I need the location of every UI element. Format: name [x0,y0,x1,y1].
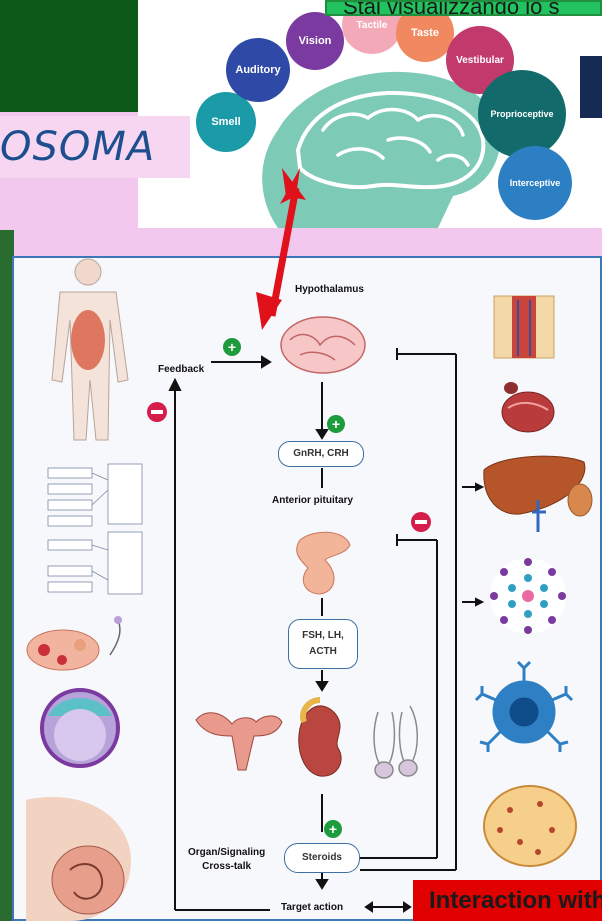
svg-text:+: + [329,821,337,837]
hypothalamus-label: Hypothalamus [295,284,364,295]
organ-signaling-label: Organ/Signaling Cross-talk [188,846,265,874]
immune-cell-cluster-icon [490,558,566,634]
plus-badge-gnrh: + [327,415,345,433]
organ-signaling-line-2: Cross-talk [188,860,265,874]
pituitary-icon [297,532,350,594]
testes-icon [374,706,417,778]
hormones-line-1: FSH, LH, [289,628,357,644]
gnrh-label: GnRH, CRH [293,448,349,459]
minus-badge-left [147,402,167,422]
ovary-icon [27,616,122,670]
target-action-label: Target action [281,902,343,913]
svg-text:+: + [228,339,236,355]
liver-kidney-icon [484,456,592,532]
feedback-label: Feedback [158,364,204,375]
interaction-banner: Interaction with [413,880,602,921]
flowchart-thumbnail [48,464,142,594]
b-cell-icon [476,662,572,752]
hormones-line-2: ACTH [289,644,357,660]
uterus-icon [196,713,282,770]
blastocyst-icon [42,690,118,766]
adipose-tissue-icon [484,786,576,866]
plus-badge-steroids: + [324,820,342,838]
anterior-pituitary-label: Anterior pituitary [272,495,353,506]
svg-text:+: + [332,416,340,432]
organ-signaling-line-1: Organ/Signaling [188,846,265,860]
steroids-label: Steroids [302,852,342,863]
red-double-arrow [256,168,306,330]
plus-badge-feedback: + [223,338,241,356]
bone-icon [494,296,554,358]
hormones-box: FSH, LH, ACTH [288,619,358,669]
muscle-icon [502,382,554,432]
pregnancy-icon [26,797,131,921]
human-body-icon [52,259,128,440]
hypothalamus-brain-icon [281,317,365,373]
kidney-icon [299,700,341,776]
minus-badge-right [411,512,431,532]
gnrh-box: GnRH, CRH [278,441,364,467]
steroids-box: Steroids [284,843,360,873]
